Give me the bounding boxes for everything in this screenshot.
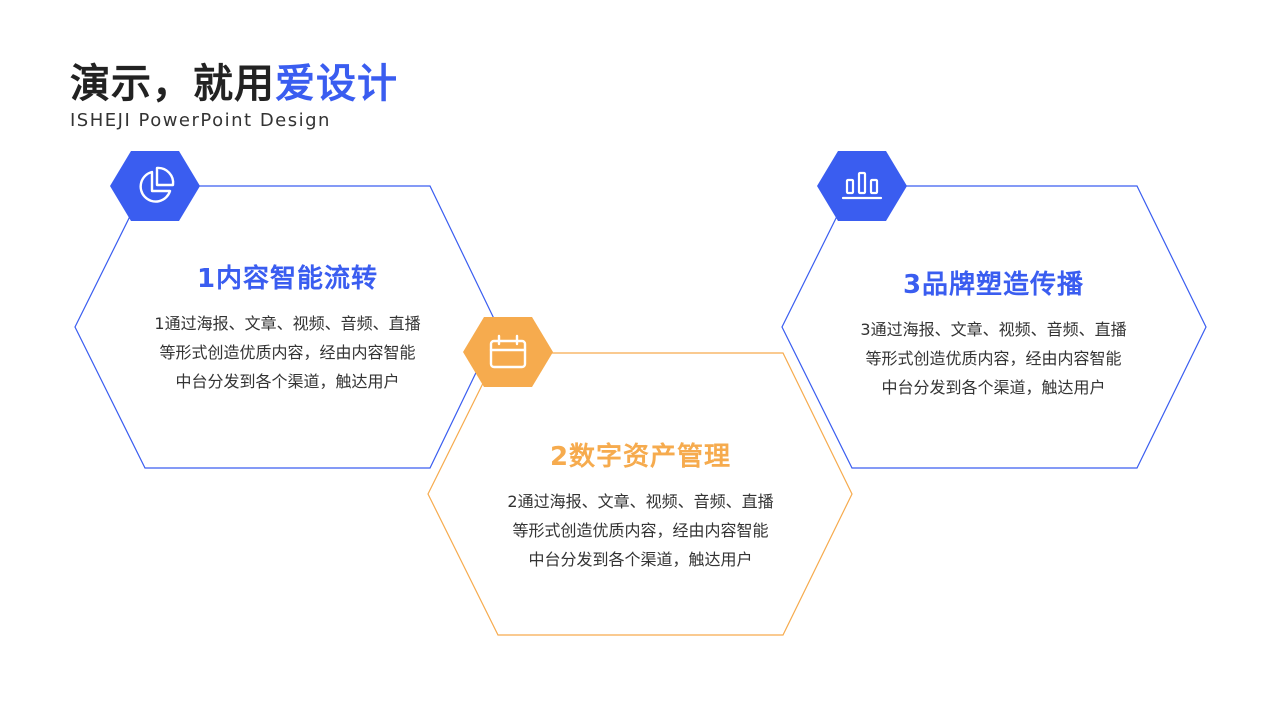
card-2: 2数字资产管理 2通过海报、文章、视频、音频、直播 等形式创造优质内容，经由内容… [453,436,828,574]
calendar-icon [489,334,527,369]
card-2-body: 2通过海报、文章、视频、音频、直播 等形式创造优质内容，经由内容智能 中台分发到… [453,487,828,574]
card-3-line-1: 3通过海报、文章、视频、音频、直播 [860,320,1127,339]
page-title: 演示，就用爱设计 [70,58,398,110]
pie-chart-icon [139,166,175,203]
card-1-line-2: 等形式创造优质内容，经由内容智能 [159,343,416,362]
page-header: 演示，就用爱设计 ISHEJI PowerPoint Design [70,58,398,131]
card-2-line-3: 中台分发到各个渠道，触达用户 [528,550,753,569]
card-2-line-2: 等形式创造优质内容，经由内容智能 [512,521,769,540]
hexagon-outline-1 [74,185,499,469]
page-subtitle: ISHEJI PowerPoint Design [70,110,331,131]
card-1: 1内容智能流转 1通过海报、文章、视频、音频、直播 等形式创造优质内容，经由内容… [100,258,475,396]
icon-badge-1 [110,151,200,221]
icon-badge-3 [817,151,907,221]
icon-badge-2 [463,317,553,387]
bar-chart-icon [841,171,883,200]
card-3-body: 3通过海报、文章、视频、音频、直播 等形式创造优质内容，经由内容智能 中台分发到… [806,315,1181,402]
card-3-line-2: 等形式创造优质内容，经由内容智能 [865,349,1122,368]
card-3: 3品牌塑造传播 3通过海报、文章、视频、音频、直播 等形式创造优质内容，经由内容… [806,264,1181,402]
card-3-line-3: 中台分发到各个渠道，触达用户 [881,378,1106,397]
card-2-line-1: 2通过海报、文章、视频、音频、直播 [507,492,774,511]
card-1-body: 1通过海报、文章、视频、音频、直播 等形式创造优质内容，经由内容智能 中台分发到… [100,309,475,396]
page-title-accent: 爱设计 [275,61,398,107]
hexagon-outline-2 [427,352,853,636]
card-2-title: 2数字资产管理 [549,442,732,472]
card-1-title: 1内容智能流转 [196,264,379,294]
card-1-line-1: 1通过海报、文章、视频、音频、直播 [154,314,421,333]
card-1-line-3: 中台分发到各个渠道，触达用户 [175,372,400,391]
page-title-main: 演示，就用 [70,61,275,107]
card-3-title: 3品牌塑造传播 [902,270,1085,300]
hexagon-outline-3 [781,185,1207,469]
